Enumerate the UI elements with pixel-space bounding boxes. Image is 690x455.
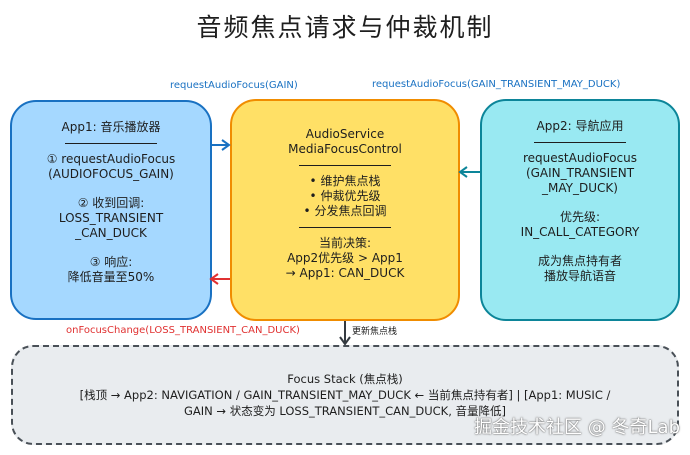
focus-stack-line1: [栈顶 → App2: NAVIGATION / GAIN_TRANSIENT_…	[79, 388, 611, 402]
app2-request-line1: requestAudioFocus	[523, 151, 637, 165]
app2-heading: App2: 导航应用	[536, 119, 624, 133]
diagram-title: 音频焦点请求与仲裁机制	[196, 13, 494, 42]
service-bullet-arbitrate-priority: • 仲裁优先级	[309, 189, 381, 203]
app1-heading: App1: 音乐播放器	[61, 120, 161, 134]
app2-result-line1: 成为焦点持有者	[537, 254, 622, 268]
arrow-app1-to-service	[212, 139, 231, 151]
service-divider-top	[299, 165, 391, 166]
service-decision-line3: → App1: CAN_DUCK	[285, 266, 405, 280]
audio-service-node: AudioService MediaFocusControl • 维护焦点栈 •…	[230, 99, 460, 321]
app2-request-line3: _MAY_DUCK)	[542, 181, 618, 195]
app2-navigation-node: App2: 导航应用 requestAudioFocus (GAIN_TRANS…	[480, 99, 680, 321]
arrow-service-to-app1	[209, 273, 230, 285]
edge-label-focus-change-callback: onFocusChange(LOSS_TRANSIENT_CAN_DUCK)	[66, 325, 300, 336]
arrow-service-to-stack	[339, 321, 351, 346]
app1-step2-line3: _CAN_DUCK	[75, 226, 147, 240]
edge-label-update-stack: 更新焦点栈	[352, 327, 398, 337]
service-bullet-maintain-stack: • 维护焦点栈	[309, 174, 381, 188]
service-bullet-dispatch-callback: • 分发焦点回调	[303, 204, 387, 218]
edge-label-app2-request: requestAudioFocus(GAIN_TRANSIENT_MAY_DUC…	[372, 79, 621, 90]
service-heading-line1: AudioService	[305, 127, 385, 141]
app1-music-player-node: App1: 音乐播放器 ① requestAudioFocus (AUDIOFO…	[10, 100, 212, 320]
service-heading-line2: MediaFocusControl	[288, 142, 402, 156]
watermark: 掘金技术社区 @ 冬奇Lab	[474, 417, 680, 438]
app1-step3-line1: ③ 响应:	[89, 255, 133, 269]
focus-stack-line2: GAIN → 状态变为 LOSS_TRANSIENT_CAN_DUCK, 音量降…	[183, 404, 507, 418]
app2-result-line2: 播放导航语音	[543, 269, 616, 283]
focus-stack-node: Focus Stack (焦点栈) [栈顶 → App2: NAVIGATION…	[11, 345, 679, 445]
app1-step3-line2: 降低音量至50%	[67, 270, 155, 284]
arrow-app2-to-service	[458, 166, 480, 178]
app2-divider	[534, 142, 626, 143]
app1-step2-line2: LOSS_TRANSIENT	[58, 211, 164, 225]
app1-step2-line1: ② 收到回调:	[77, 196, 145, 210]
service-divider-bottom	[299, 227, 391, 228]
app1-divider	[65, 143, 157, 144]
app2-priority-line1: 优先级:	[559, 210, 601, 224]
service-decision-line1: 当前决策:	[318, 236, 372, 250]
app1-step1-line1: ① requestAudioFocus	[46, 152, 176, 166]
focus-stack-title: Focus Stack (焦点栈)	[287, 372, 403, 386]
edge-label-app1-request: requestAudioFocus(GAIN)	[170, 80, 298, 91]
app2-priority-line2: IN_CALL_CATEGORY	[520, 225, 640, 239]
service-decision-line2: App2优先级 > App1	[287, 251, 403, 265]
app2-request-line2: (GAIN_TRANSIENT	[525, 166, 635, 180]
app1-step1-line2: (AUDIOFOCUS_GAIN)	[48, 167, 174, 181]
